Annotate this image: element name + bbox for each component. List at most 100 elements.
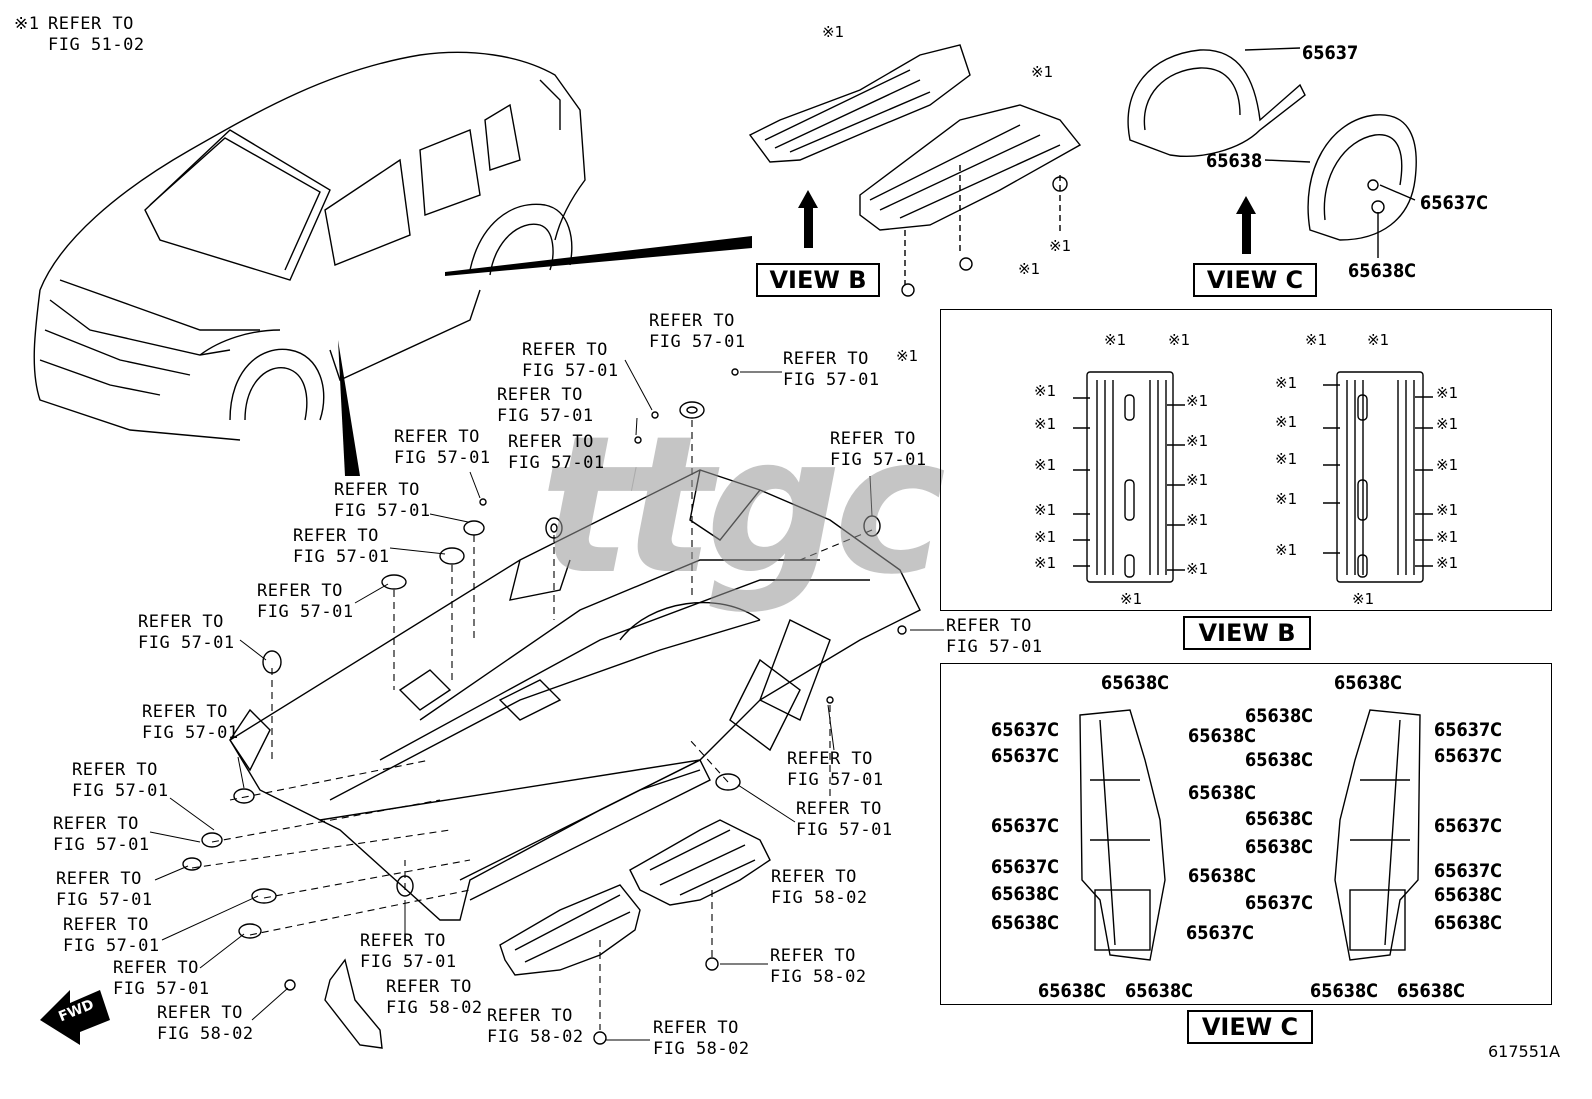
note-refer-fig-51-02: REFER TO FIG 51-02 — [48, 14, 145, 55]
mark-x1: ※1 — [1104, 331, 1127, 349]
view-c-drawing — [1079, 709, 1421, 961]
view-b-label: VIEW B — [1183, 616, 1311, 650]
refer-label: REFER TO FIG 57-01 — [497, 385, 594, 426]
mark-x1: ※1 — [1049, 237, 1072, 255]
refer-label: REFER TO FIG 57-01 — [257, 581, 354, 622]
mark-x1: ※1 — [1436, 384, 1459, 402]
mark-x1: ※1 — [1034, 456, 1057, 474]
mark-x1: ※1 — [1031, 63, 1054, 81]
mark-x1: ※1 — [1186, 511, 1209, 529]
part-65638c: 65638C — [1245, 808, 1314, 830]
mark-x1: ※1 — [1436, 456, 1459, 474]
mark-x1: ※1 — [1436, 554, 1459, 572]
refer-label: REFER TO FIG 57-01 — [142, 702, 239, 743]
grommets — [182, 368, 907, 1045]
part-65638c: 65638C — [1188, 782, 1257, 804]
mark-x1: ※1 — [1034, 554, 1057, 572]
watermark: ttgc — [540, 395, 946, 616]
mark-x1: ※1 — [1275, 450, 1298, 468]
view-c-panel — [940, 663, 1552, 1005]
mark-x1: ※1 — [1275, 374, 1298, 392]
part-65637c: 65637C — [1245, 892, 1314, 914]
refer-label: REFER TO FIG 57-01 — [63, 915, 160, 956]
mark-x1: ※1 — [1275, 413, 1298, 431]
part-65637c: 65637C — [1434, 860, 1503, 882]
mark-x1: ※1 — [1436, 528, 1459, 546]
mark-x1: ※1 — [1186, 560, 1209, 578]
part-65638c: 65638C — [991, 883, 1060, 905]
refer-label: REFER TO FIG 57-01 — [946, 616, 1043, 657]
part-65637c: 65637C — [991, 856, 1060, 878]
mark-x1: ※1 — [1352, 590, 1375, 608]
part-65637: 65637 — [1302, 42, 1359, 64]
part-65637c: 65637C — [991, 745, 1060, 767]
mark-x1: ※1 — [896, 347, 919, 365]
figure-id: 617551A — [1488, 1042, 1561, 1061]
refer-label: REFER TO FIG 57-01 — [830, 429, 927, 470]
part-65638c: 65638C — [1125, 980, 1194, 1002]
mark-x1: ※1 — [1275, 490, 1298, 508]
part-65637c: 65637C — [1434, 745, 1503, 767]
heat-insulators — [324, 819, 771, 1049]
mark-x1: ※1 — [1186, 432, 1209, 450]
refer-label: REFER TO FIG 58-02 — [386, 977, 483, 1018]
part-65638c: 65638C — [1397, 980, 1466, 1002]
fender-liner-parts — [1127, 47, 1417, 258]
part-65638c: 65638C — [1188, 725, 1257, 747]
part-65638c: 65638C — [1245, 749, 1314, 771]
floor-assembly — [229, 469, 921, 921]
part-65637c: 65637C — [1420, 192, 1489, 214]
part-65638c: 65638C — [1245, 836, 1314, 858]
refer-label: REFER TO FIG 58-02 — [487, 1006, 584, 1047]
part-65637c: 65637C — [1434, 719, 1503, 741]
leader-lines — [191, 420, 873, 1030]
part-65638c: 65638C — [1038, 980, 1107, 1002]
under-cover-parts-b — [748, 44, 1082, 297]
mark-x1: ※1 — [1034, 501, 1057, 519]
part-65637c: 65637C — [991, 815, 1060, 837]
part-65638: 65638 — [1206, 150, 1263, 172]
refer-label: REFER TO FIG 57-01 — [53, 814, 150, 855]
refer-label: REFER TO FIG 57-01 — [522, 340, 619, 381]
refer-label: REFER TO FIG 58-02 — [770, 946, 867, 987]
mark-x1: ※1 — [1168, 331, 1191, 349]
refer-label: REFER TO FIG 57-01 — [56, 869, 153, 910]
mark-x1: ※1 — [1120, 590, 1143, 608]
mark-x1: ※1 — [1034, 415, 1057, 433]
mark-x1: ※1 — [1367, 331, 1390, 349]
vehicle-outline — [33, 51, 586, 441]
refer-label: REFER TO FIG 58-02 — [771, 867, 868, 908]
view-b-panel — [940, 309, 1552, 611]
refer-label: REFER TO FIG 57-01 — [394, 427, 491, 468]
refer-label: REFER TO FIG 57-01 — [360, 931, 457, 972]
refer-label: REFER TO FIG 57-01 — [787, 749, 884, 790]
part-65637c: 65637C — [1186, 922, 1255, 944]
mark-x1: ※1 — [1275, 541, 1298, 559]
pointer-lines — [149, 359, 944, 1041]
refer-label: REFER TO FIG 57-01 — [293, 526, 390, 567]
part-65638c: 65638C — [1245, 705, 1314, 727]
mark-x1: ※1 — [1305, 331, 1328, 349]
part-65637c: 65637C — [991, 719, 1060, 741]
part-65638c: 65638C — [1188, 865, 1257, 887]
fwd-arrow — [40, 990, 110, 1045]
refer-label: REFER TO FIG 57-01 — [796, 799, 893, 840]
refer-label: REFER TO FIG 58-02 — [157, 1003, 254, 1044]
mark-x1: ※1 — [1034, 528, 1057, 546]
mark-x1: ※1 — [1018, 260, 1041, 278]
part-65638c: 65638C — [991, 912, 1060, 934]
part-65638c: 65638C — [1348, 260, 1417, 282]
refer-label: REFER TO FIG 57-01 — [72, 760, 169, 801]
mark-x1: ※1 — [1186, 392, 1209, 410]
mark-x1: ※1 — [1436, 501, 1459, 519]
mark-x1: ※1 — [1436, 415, 1459, 433]
refer-label: REFER TO FIG 57-01 — [138, 612, 235, 653]
part-65638c: 65638C — [1310, 980, 1379, 1002]
refer-label: REFER TO FIG 57-01 — [508, 432, 605, 473]
part-65638c: 65638C — [1434, 884, 1503, 906]
refer-label: REFER TO FIG 58-02 — [653, 1018, 750, 1059]
view-b-label-top: VIEW B — [756, 263, 880, 297]
refer-label: REFER TO FIG 57-01 — [783, 349, 880, 390]
part-65638c: 65638C — [1334, 672, 1403, 694]
